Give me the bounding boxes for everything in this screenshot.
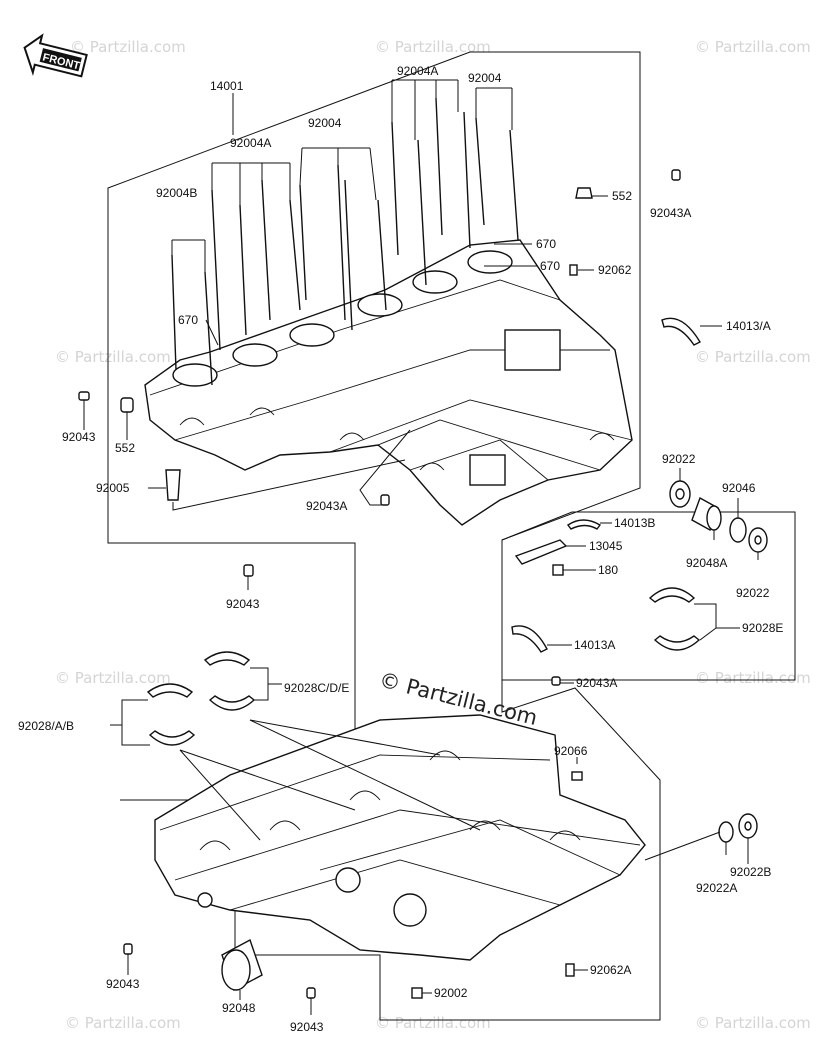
- watermark-tiles: © Partzilla.com © Partzilla.com © Partzi…: [55, 38, 811, 1032]
- label-670-a: 670: [536, 237, 556, 251]
- label-552-left: 552: [115, 441, 135, 455]
- label-92004B: 92004B: [156, 186, 197, 200]
- label-92046: 92046: [722, 481, 756, 495]
- label-92043A-low: 92043A: [576, 676, 617, 690]
- label-13045: 13045: [589, 539, 623, 553]
- label-92004A-top: 92004A: [397, 64, 438, 78]
- label-180: 180: [598, 563, 618, 577]
- leader-lines: [83, 79, 759, 1015]
- label-92028E: 92028E: [742, 621, 783, 635]
- label-92048A: 92048A: [686, 556, 727, 570]
- label-92004-topright: 92004: [468, 71, 502, 85]
- label-92022-b: 92022: [736, 586, 770, 600]
- watermark-tile: © Partzilla.com: [70, 38, 186, 56]
- label-92005: 92005: [96, 481, 130, 495]
- watermark-tile: © Partzilla.com: [695, 669, 811, 687]
- label-92043A-top: 92043A: [650, 206, 691, 220]
- watermark-tile: © Partzilla.com: [695, 38, 811, 56]
- label-14001: 14001: [210, 79, 244, 93]
- label-92062A: 92062A: [590, 963, 631, 977]
- label-92002: 92002: [434, 986, 468, 1000]
- label-92022A: 92022A: [696, 881, 737, 895]
- label-14013B: 14013B: [614, 516, 655, 530]
- upper-crankcase: [144, 239, 633, 526]
- watermark-tile: © Partzilla.com: [55, 669, 171, 687]
- label-92004A-mid: 92004A: [230, 136, 271, 150]
- label-92043-left: 92043: [62, 430, 96, 444]
- watermark-tile: © Partzilla.com: [695, 348, 811, 366]
- watermark-tile: © Partzilla.com: [55, 348, 171, 366]
- label-552-top: 552: [612, 189, 632, 203]
- cylinder-studs: [171, 97, 519, 386]
- label-92062: 92062: [598, 263, 632, 277]
- small-parts: [78, 169, 768, 999]
- watermark-tile: © Partzilla.com: [65, 1014, 181, 1032]
- watermark-tile: © Partzilla.com: [375, 38, 491, 56]
- label-92043-bottom: 92043: [290, 1020, 324, 1034]
- watermark-tile: © Partzilla.com: [375, 1014, 491, 1032]
- label-92004-mid: 92004: [308, 116, 342, 130]
- label-92028-A-B: 92028/A/B: [18, 719, 74, 733]
- label-92048: 92048: [222, 1001, 256, 1015]
- label-92043-mid: 92043: [226, 597, 260, 611]
- label-14013-slash-A: 14013/A: [726, 319, 771, 333]
- part-labels: 14001 92004A 92004 92004 92004A 92004B 5…: [18, 64, 783, 1034]
- label-92022-a: 92022: [662, 452, 696, 466]
- label-92043A-mid: 92043A: [306, 499, 347, 513]
- label-670-left: 670: [178, 313, 198, 327]
- label-92028C-D-E: 92028C/D/E: [284, 681, 349, 695]
- bearing-group-frame: [501, 511, 796, 681]
- label-670-b: 670: [540, 259, 560, 273]
- front-arrow-badge: FRONT: [23, 33, 88, 78]
- label-92066: 92066: [554, 744, 588, 758]
- label-92022B: 92022B: [730, 865, 771, 879]
- label-92043-low: 92043: [106, 977, 140, 991]
- label-14013A-mid: 14013A: [574, 638, 615, 652]
- watermark-tile: © Partzilla.com: [695, 1014, 811, 1032]
- lower-crankcase: [154, 714, 646, 961]
